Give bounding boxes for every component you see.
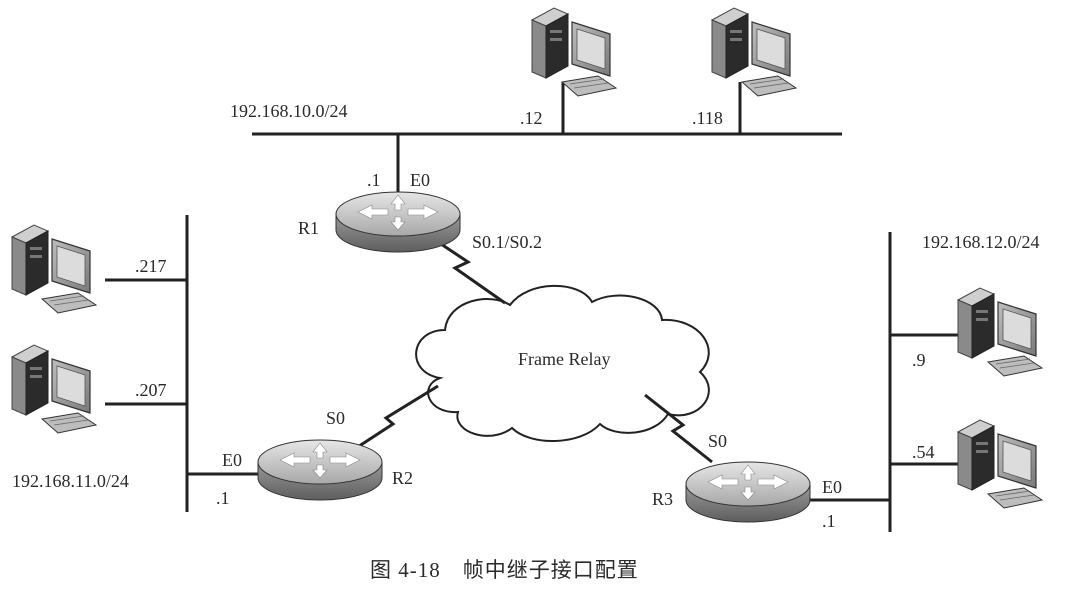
r1-lan-if: E0 [410,170,430,190]
left-subnet-label: 192.168.11.0/24 [12,471,129,491]
right-pc2-icon [957,419,1043,509]
top-subnet-label: 192.168.10.0/24 [230,101,348,121]
figure-caption: 图 4-18 帧中继子接口配置 [370,558,639,582]
r2-name: R2 [392,468,413,488]
r2-lan-if: E0 [222,450,242,470]
router-r1-icon [335,191,461,253]
frame-relay-cloud [415,284,710,443]
r1-lan-addr: .1 [367,170,381,190]
right-pc1-addr: .9 [912,350,926,370]
left-pc2-addr: .207 [135,380,167,400]
top-pc1-addr: .12 [520,108,543,128]
r1-serial-link [431,236,506,305]
r1-wan-if: S0.1/S0.2 [472,232,542,252]
left-pc1-icon [11,224,97,314]
right-subnet-label: 192.168.12.0/24 [922,232,1040,252]
left-pc1-addr: .217 [135,256,167,276]
frame-relay-label: Frame Relay [518,349,610,369]
router-r3-icon [685,461,811,523]
router-r2-icon [257,439,383,501]
top-pc2-addr: .118 [692,108,723,128]
r3-wan-if: S0 [708,431,727,451]
top-pc2-icon [711,7,797,97]
r2-wan-if: S0 [326,408,345,428]
r1-name: R1 [298,218,319,238]
r2-lan-addr: .1 [216,488,230,508]
right-pc2-addr: .54 [912,442,935,462]
top-pc1-icon [531,7,617,97]
left-pc2-icon [11,344,97,434]
right-pc1-icon [957,287,1043,377]
r3-lan-if: E0 [822,477,842,497]
r2-serial-link [349,384,439,454]
r3-serial-link [644,393,713,464]
r3-name: R3 [652,489,673,509]
r3-lan-addr: .1 [822,511,836,531]
